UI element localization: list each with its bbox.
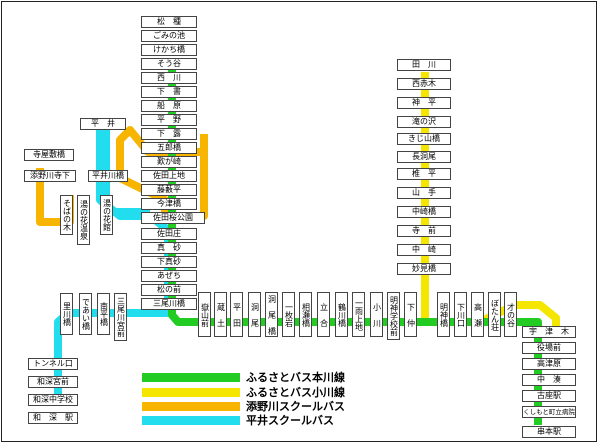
stop-hira: 平 田 [230, 292, 243, 337]
stop-yamate: 山 手 [397, 187, 451, 199]
stop-nakazakibashi: 中崎橋 [397, 206, 451, 218]
stop-makiya: 真 砂 [141, 242, 197, 254]
legend-swatch-sobanogawa [142, 402, 240, 411]
stop-shimotsuyu: 下 露 [141, 128, 197, 140]
stop-ichimaiwa: 一枚岩 [282, 292, 295, 337]
stop-meishinbashi: 明神橋 [437, 292, 450, 337]
legend-swatch-honkawa [142, 373, 240, 382]
stop-kushimotohospital: くしもと町立病院 [522, 406, 576, 418]
stop-shiihira: 椎 平 [397, 168, 451, 180]
stop-tagawa: 田 川 [397, 59, 451, 71]
stop-sannoobashi: 三尾川橋 [141, 298, 197, 310]
stop-nagadobara: 長洞尾 [397, 151, 451, 163]
stop-shimokawaguchi: 下川口 [454, 292, 467, 337]
stop-takase: 高 瀬 [471, 292, 484, 337]
stop-tsunotani: 才の谷 [504, 292, 517, 337]
stop-yunohanakan: 湯の花館 [100, 195, 113, 235]
stop-kuradoc: 蔵 土 [214, 292, 227, 337]
stop-wafukaeki: 和 深 駅 [28, 412, 78, 424]
stop-azechi: あぜち [141, 270, 197, 282]
stop-wafukachugakko: 和深中学校 [28, 394, 78, 406]
stop-terahoribashi: 寺屋敷橋 [24, 149, 74, 161]
stop-kamihira: 神 平 [397, 97, 451, 109]
stop-kekachibashi: けかち橋 [141, 44, 197, 56]
stop-sannogawamiya: 三尾川宮前 [114, 293, 127, 341]
stop-doume: 洞 尾 橋 [265, 292, 278, 337]
stop-takinosawa: 滝の沢 [397, 116, 451, 128]
stop-ogawa: 小 川 [370, 292, 383, 337]
stop-ichiuwa: 一雨上地 [352, 292, 365, 337]
stop-fujiwara: 藤藪平 [141, 184, 197, 196]
stop-soudani: そう谷 [141, 58, 197, 70]
stop-aisebashi: 相瀬橋 [299, 292, 312, 337]
stop-imazubashi: 今津橋 [141, 198, 197, 210]
stop-kushimotoeki: 串本駅 [522, 426, 576, 438]
stop-teramae: 寺 前 [397, 225, 451, 237]
stop-nakazaki: 中 崎 [397, 244, 451, 256]
stop-hiraikawabashi: 平井川橋 [88, 170, 128, 182]
legend-swatch-ogawa [142, 388, 240, 397]
stop-utsugi: 宇 津 木 [522, 326, 576, 338]
stop-yakubamae: 役場前 [522, 342, 576, 354]
stop-tunnelguchi: トンネル口 [28, 358, 78, 370]
stop-shimomakiya: 下真砂 [141, 256, 197, 268]
stop-wafukamiyamae: 和深宮前 [28, 376, 78, 388]
legend-label-hirai: 平井スクールバス [246, 414, 334, 427]
stop-sadajojichi: 佐田上地 [141, 170, 197, 182]
stop-kozaeki: 古座駅 [522, 390, 576, 402]
legend-label-sobanogawa: 添野川スクールバス [246, 400, 345, 413]
honkawa-route-line [168, 58, 542, 425]
stop-gorobashi: 五郎橋 [141, 142, 197, 154]
stop-sobanogawaterashita: 添野川寺下 [24, 170, 76, 182]
stop-matsunoki: 松 種 [141, 16, 197, 28]
stop-kijiyama: きじ山橋 [397, 133, 451, 145]
stop-gominoike: ごみの池 [141, 30, 197, 42]
stop-domo: 洞 尾 [248, 292, 261, 337]
stop-naka: 中 湊 [522, 374, 576, 386]
stop-botan: ぼたん荘 [488, 292, 501, 337]
legend-label-honkawa: ふるさとバス本川線 [246, 371, 345, 384]
stop-nishiakagi: 西赤木 [397, 78, 451, 90]
stop-shimotsuki: 下 書 [141, 86, 197, 98]
stop-deaibashi: であい橋 [79, 293, 92, 335]
stop-shimonaka: 下 仲 [404, 292, 417, 337]
stop-kishiyama: 嶽山前 [198, 292, 211, 337]
stop-minamihirabashi: 南平橋 [97, 293, 110, 335]
stop-nishikawa: 西 川 [141, 72, 197, 84]
stop-hirai: 平 井 [80, 118, 126, 130]
stop-sobanoki: そばの木 [60, 195, 73, 235]
stop-matsunomae: 松の前 [141, 284, 197, 296]
stop-takatsuhara: 高津原 [522, 358, 576, 370]
stop-tsurukawa: 鶴川橋 [335, 292, 348, 337]
stop-meishinkyo: 明神学校前 [387, 292, 400, 340]
stop-tachiai: 立 合 [317, 292, 330, 337]
stop-hirano: 平 野 [141, 114, 197, 126]
legend-label-ogawa: ふるさとバス小川線 [246, 386, 345, 399]
stop-funahara: 船 原 [141, 100, 197, 112]
stop-sadasho: 佐田庄 [141, 228, 197, 240]
stop-myokenbashi: 妙見橋 [397, 263, 451, 275]
stop-yunohanaonsen: 湯の花温泉 [77, 195, 90, 245]
legend-swatch-hirai [142, 416, 240, 425]
stop-shikagasaki: 歎が崎 [141, 156, 197, 168]
stop-sato-kawabashi: 里川橋 [60, 293, 73, 335]
stop-sadakoen: 佐田桜公園 [141, 212, 205, 224]
